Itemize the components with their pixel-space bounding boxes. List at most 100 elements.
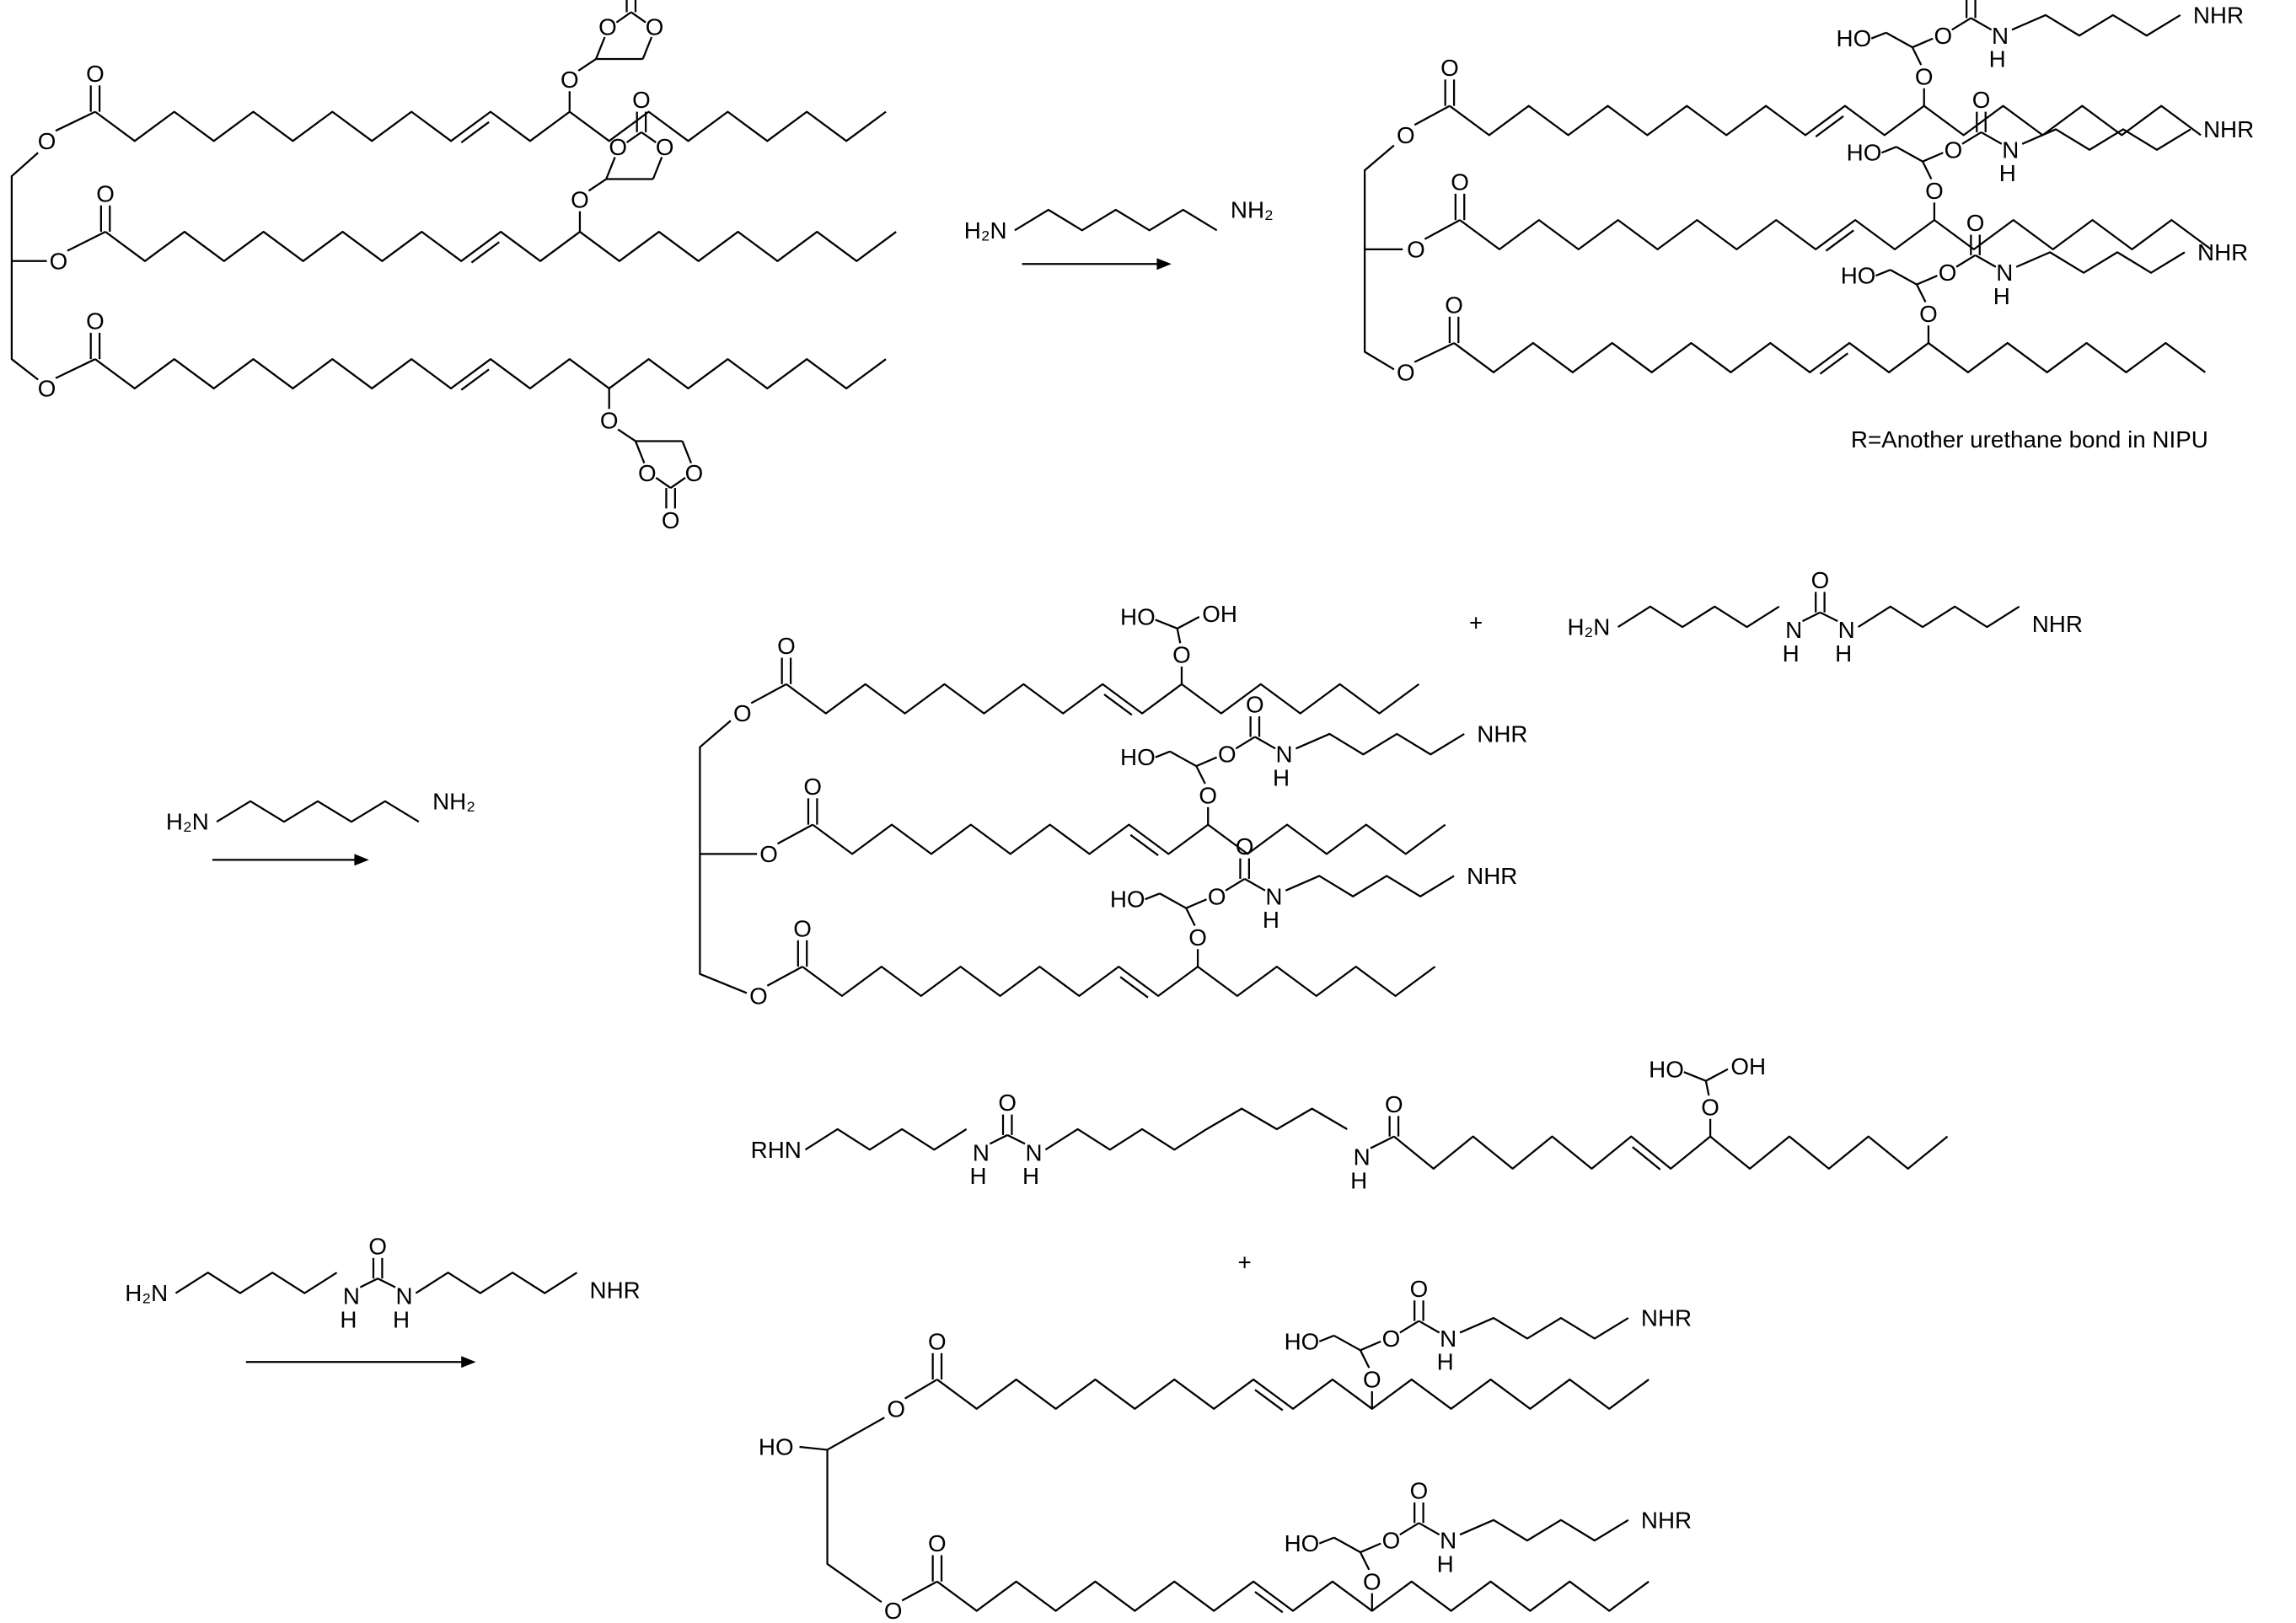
diamine-nh2-label: NH₂ [432, 788, 475, 814]
carbonyl-oxygen-label: O [1440, 55, 1459, 81]
bond [1911, 46, 1923, 66]
urethane-hydrogen-label: H [1989, 46, 2006, 72]
nhr-label: NHR [2197, 239, 2248, 265]
amine-end-label: RHN [751, 1137, 802, 1163]
urethane-nitrogen-label: N [1440, 1326, 1456, 1352]
hexamethylene-chain [1296, 732, 1465, 756]
urethane-nitrogen-label: N [1276, 742, 1293, 768]
urethane-nitrogen-label: N [1992, 23, 2009, 49]
bond [1360, 1340, 1381, 1352]
ring-bond [615, 11, 632, 24]
double-bond [1819, 352, 1848, 375]
ring-bond [641, 131, 657, 144]
carbonate-oxygen-label: O [662, 507, 680, 533]
ring-oxygen-label: O [598, 13, 617, 40]
diamine-nh2-label: NH₂ [1231, 196, 1274, 222]
bond [1951, 17, 1971, 31]
fatty-acid-chain [1449, 104, 2202, 137]
bond [1318, 1334, 1335, 1342]
bond [1705, 1068, 1729, 1082]
bond [1886, 31, 1913, 49]
carbonyl-oxygen-label: O [1451, 169, 1469, 195]
ester-oxygen-label: O [749, 983, 768, 1009]
amide-oxygen-label: O [1385, 1091, 1403, 1117]
urea-hydrogen-label: H [1783, 640, 1800, 667]
bond [1333, 1334, 1361, 1352]
fatty-acid-chain [94, 358, 887, 390]
bond [1359, 1349, 1371, 1369]
carbonyl-oxygen-label: O [1972, 87, 1991, 113]
ether-oxygen-label: O [1363, 1568, 1381, 1594]
double-bond [460, 368, 490, 391]
ring-bond [670, 476, 686, 489]
urea-nitrogen-label: N [1838, 617, 1855, 643]
bond [901, 1580, 938, 1602]
bond [1970, 17, 1993, 31]
urea-nitrogen-label: N [343, 1283, 360, 1310]
double-bond [1103, 694, 1133, 716]
pentamethylene-chain [1205, 1107, 1348, 1131]
urea-hydrogen-label: H [393, 1306, 410, 1332]
ring-bond [595, 36, 606, 60]
fatty-acid-chain [802, 966, 1436, 998]
ester-oxygen-label: O [759, 841, 778, 867]
hexamethylene-chain [1285, 875, 1455, 897]
bond [766, 966, 803, 987]
ring-oxygen-label: O [656, 134, 674, 160]
r-group-caption: R=Another urethane bond in NIPU [1851, 426, 2208, 453]
urethane-nitrogen-label: N [2002, 137, 2019, 163]
double-bond [470, 241, 500, 264]
ether-oxygen-label: O [1919, 301, 1938, 327]
bond [577, 58, 597, 72]
carbonyl-oxygen-label: O [1966, 210, 1985, 236]
hydroxyl-label: OH [1730, 1053, 1766, 1079]
urethane-nitrogen-label: N [1440, 1528, 1456, 1554]
fatty-acid-chain [1459, 219, 2212, 251]
bond [750, 683, 787, 704]
fatty-acid-chain [812, 823, 1446, 855]
bond [1880, 146, 1897, 154]
carbonyl-oxygen-label: O [96, 180, 115, 206]
hexamethylene-chain [1459, 1519, 1629, 1542]
carbonyl-oxygen-label: O [86, 308, 105, 335]
ester-oxygen-label: O [733, 700, 752, 726]
fatty-acid-chain [94, 110, 887, 142]
bond [617, 428, 636, 442]
bond [1195, 765, 1206, 785]
bond [1414, 342, 1455, 363]
bond [1370, 1135, 1395, 1149]
urethane-oxygen-label: O [1934, 23, 1953, 49]
carbonyl-oxygen-label: O [803, 774, 822, 800]
bond [1819, 611, 1838, 623]
bond [1870, 31, 1886, 40]
carbonyl-oxygen-label: O [1410, 1478, 1429, 1504]
bond [55, 358, 96, 379]
amine-end-label: H₂N [1567, 614, 1610, 640]
arrow-head [461, 1356, 476, 1369]
diamine-h2n-label: H₂N [166, 809, 209, 835]
bond [1185, 898, 1207, 909]
hexamethylene-chain [2021, 128, 2191, 151]
bond [377, 1278, 396, 1288]
bond [1424, 219, 1461, 240]
bond [1921, 161, 1933, 180]
bond [1185, 908, 1196, 927]
ether-oxygen-label: O [571, 186, 589, 212]
bond [1912, 37, 1934, 49]
ether-oxygen-label: O [1925, 178, 1944, 204]
hexamethylene-chain [174, 1272, 338, 1294]
urea-nitrogen-label: N [973, 1139, 990, 1165]
ring-oxygen-label: O [646, 13, 664, 40]
urethane-hydrogen-label: H [1999, 160, 2016, 186]
bond [799, 1445, 828, 1451]
bond [1922, 152, 1944, 163]
carbonyl-oxygen-label: O [777, 633, 796, 659]
glycerol-backbone [699, 720, 748, 994]
bond [1155, 619, 1178, 629]
carbonyl-oxygen-label: O [86, 61, 105, 87]
urea-hydrogen-label: H [969, 1163, 986, 1189]
bond [1896, 146, 1923, 163]
bond [1254, 736, 1276, 750]
bond [1961, 131, 1982, 145]
